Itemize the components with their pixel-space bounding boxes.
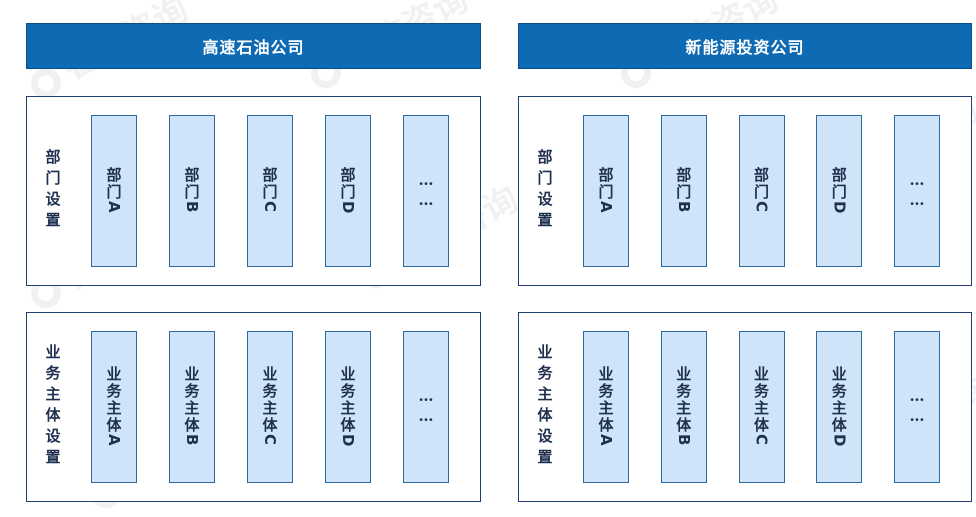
department-item-more: ……	[894, 115, 940, 267]
company-header-1: 高速石油公司	[26, 23, 481, 69]
company-name: 新能源投资公司	[685, 38, 805, 57]
entity-label: 业务主体设置	[43, 344, 62, 470]
department-label: 部门设置	[535, 149, 554, 233]
entity-item-more: ……	[403, 331, 449, 483]
entity-item-more: ……	[894, 331, 940, 483]
company-name: 高速石油公司	[202, 38, 305, 57]
company-header-2: 新能源投资公司	[518, 23, 972, 69]
department-item-more: ……	[403, 115, 449, 267]
department-label: 部门设置	[43, 149, 62, 233]
entity-label: 业务主体设置	[535, 344, 554, 470]
